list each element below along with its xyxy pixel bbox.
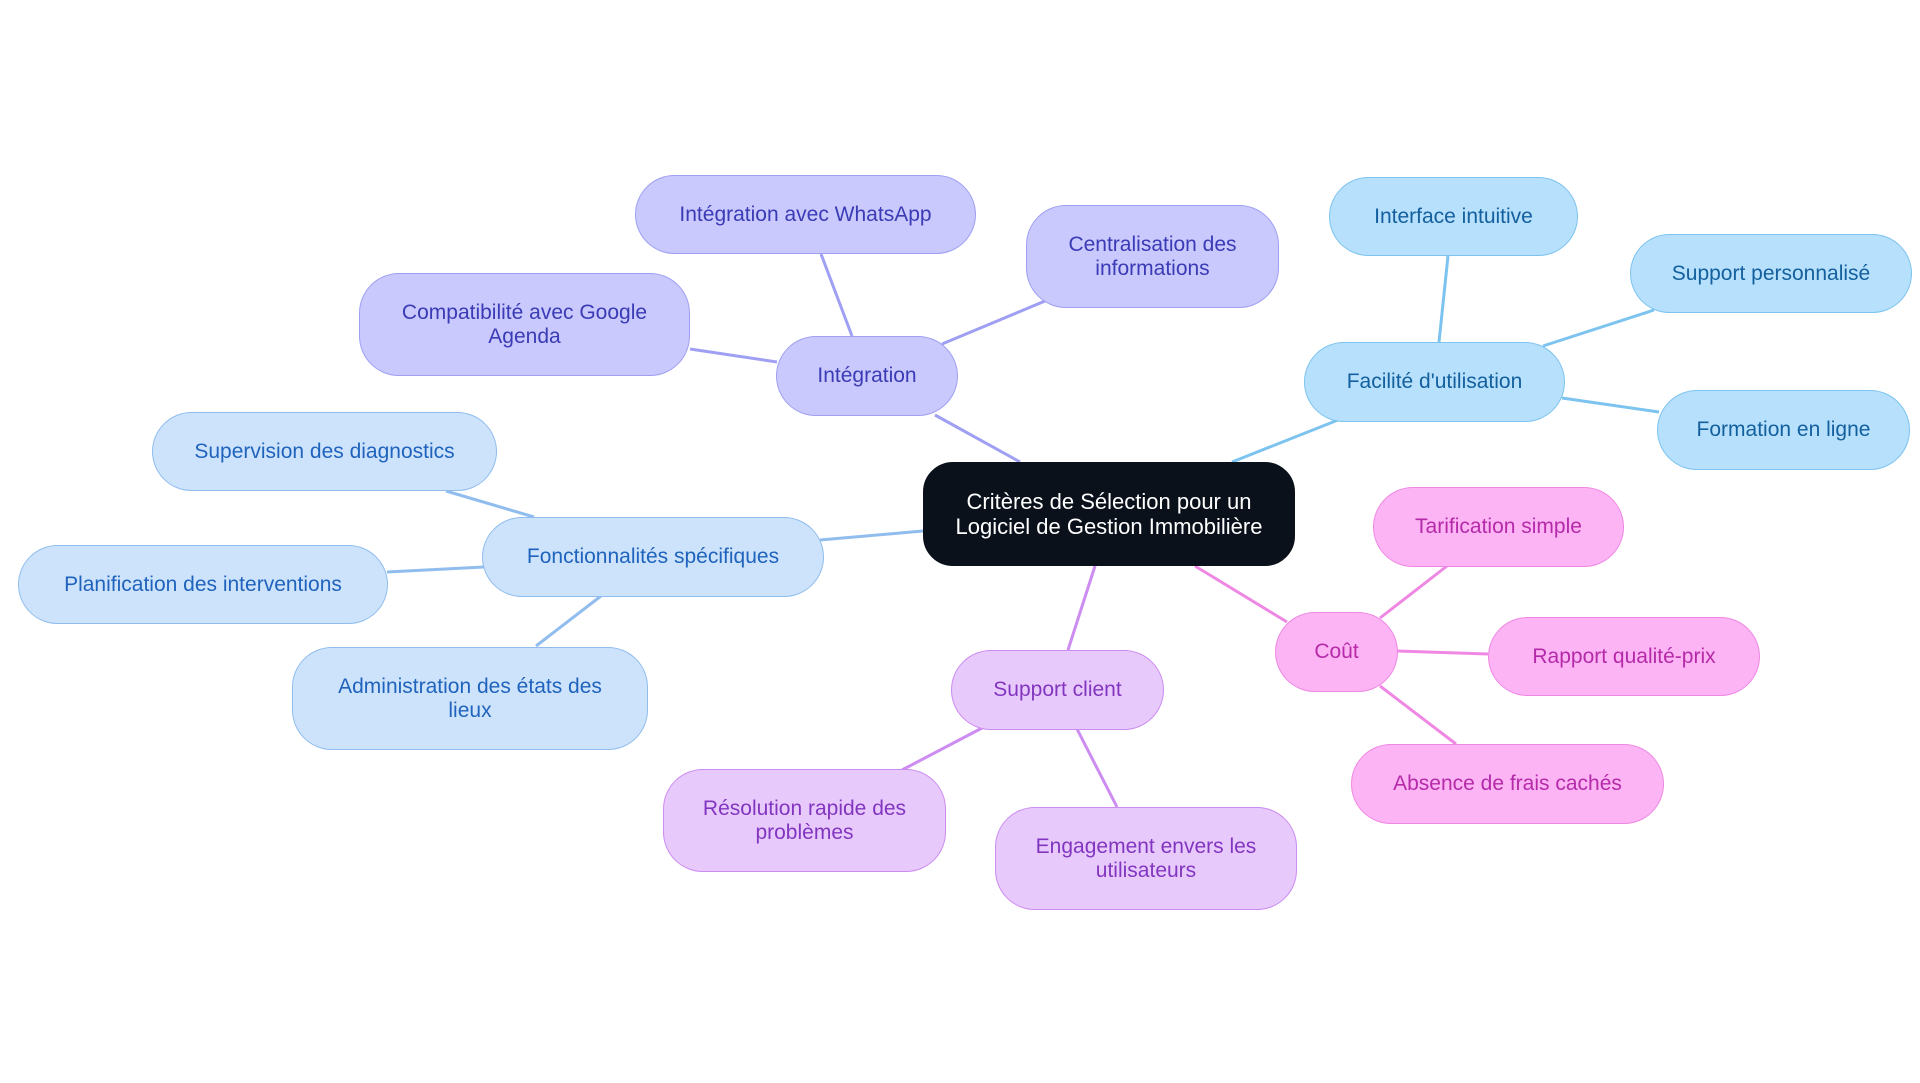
branch-integration: Intégration [776, 336, 958, 416]
link-cout-absence [1379, 684, 1457, 746]
leaf-label: Support personnalisé [1671, 261, 1871, 285]
link-cout-tarification [1379, 564, 1448, 620]
leaf-resolution-rapide: Résolution rapide des problèmes [663, 769, 946, 872]
link-support-resolution [901, 726, 983, 772]
link-fonct-planification [386, 565, 485, 574]
leaf-interface-intuitive: Interface intuitive [1329, 177, 1578, 256]
leaf-supervision-diagnostics: Supervision des diagnostics [152, 412, 497, 491]
leaf-google-agenda: Compatibilité avec Google Agenda [359, 273, 690, 376]
leaf-rapport-qualite-prix: Rapport qualité-prix [1488, 617, 1760, 696]
link-facilite-interface [1437, 255, 1450, 343]
leaf-label: Tarification simple [1415, 515, 1582, 538]
leaf-planification-interventions: Planification des interventions [18, 545, 388, 624]
link-cout-rapport [1395, 649, 1489, 656]
leaf-absence-frais-caches: Absence de frais cachés [1351, 744, 1664, 824]
leaf-label: Planification des interventions [64, 572, 342, 596]
link-root-fonctionnalites [819, 529, 924, 542]
leaf-integration-whatsapp: Intégration avec WhatsApp [635, 175, 976, 254]
link-root-integration [934, 413, 1021, 464]
link-integration-centralisation [941, 299, 1046, 346]
link-integration-google [689, 347, 778, 364]
leaf-tarification-simple: Tarification simple [1373, 487, 1624, 567]
leaf-label: Interface intuitive [1374, 204, 1533, 228]
branch-cout-label: Coût [1314, 640, 1359, 663]
link-fonct-administration [535, 594, 602, 648]
link-root-cout [1194, 564, 1288, 624]
leaf-label: Formation en ligne [1696, 418, 1871, 441]
link-facilite-formation [1561, 396, 1660, 414]
leaf-label: Rapport qualité-prix [1532, 644, 1716, 668]
leaf-label: Résolution rapide des problèmes [702, 796, 907, 844]
root-node: Critères de Sélection pour un Logiciel d… [923, 462, 1295, 566]
link-fonct-supervision [445, 489, 535, 519]
branch-facilite-label: Facilité d'utilisation [1346, 370, 1523, 393]
branch-support-client: Support client [951, 650, 1164, 730]
root-label: Critères de Sélection pour un Logiciel d… [955, 489, 1263, 539]
leaf-label: Administration des états des lieux [338, 674, 602, 722]
leaf-centralisation: Centralisation des informations [1026, 205, 1279, 308]
leaf-label: Centralisation des informations [1068, 232, 1237, 280]
leaf-label: Compatibilité avec Google Agenda [401, 300, 648, 348]
branch-fonctionnalites-label: Fonctionnalités spécifiques [526, 545, 780, 568]
leaf-label: Supervision des diagnostics [194, 439, 455, 463]
leaf-label: Intégration avec WhatsApp [679, 202, 932, 226]
link-integration-whatsapp [819, 253, 854, 337]
link-facilite-support-perso [1542, 308, 1655, 348]
leaf-label: Engagement envers les utilisateurs [1035, 834, 1257, 882]
leaf-engagement-utilisateurs: Engagement envers les utilisateurs [995, 807, 1297, 910]
leaf-administration-etats-lieux: Administration des états des lieux [292, 647, 648, 750]
link-root-facilite [1231, 418, 1339, 464]
branch-fonctionnalites: Fonctionnalités spécifiques [482, 517, 824, 597]
leaf-label: Absence de frais cachés [1393, 772, 1622, 795]
branch-facilite: Facilité d'utilisation [1304, 342, 1565, 422]
branch-cout: Coût [1275, 612, 1398, 692]
leaf-support-personnalise: Support personnalisé [1630, 234, 1912, 313]
branch-support-label: Support client [993, 678, 1122, 701]
link-support-engagement [1075, 728, 1119, 808]
leaf-formation-en-ligne: Formation en ligne [1657, 390, 1910, 470]
branch-integration-label: Intégration [817, 364, 917, 387]
link-root-support [1066, 565, 1097, 651]
